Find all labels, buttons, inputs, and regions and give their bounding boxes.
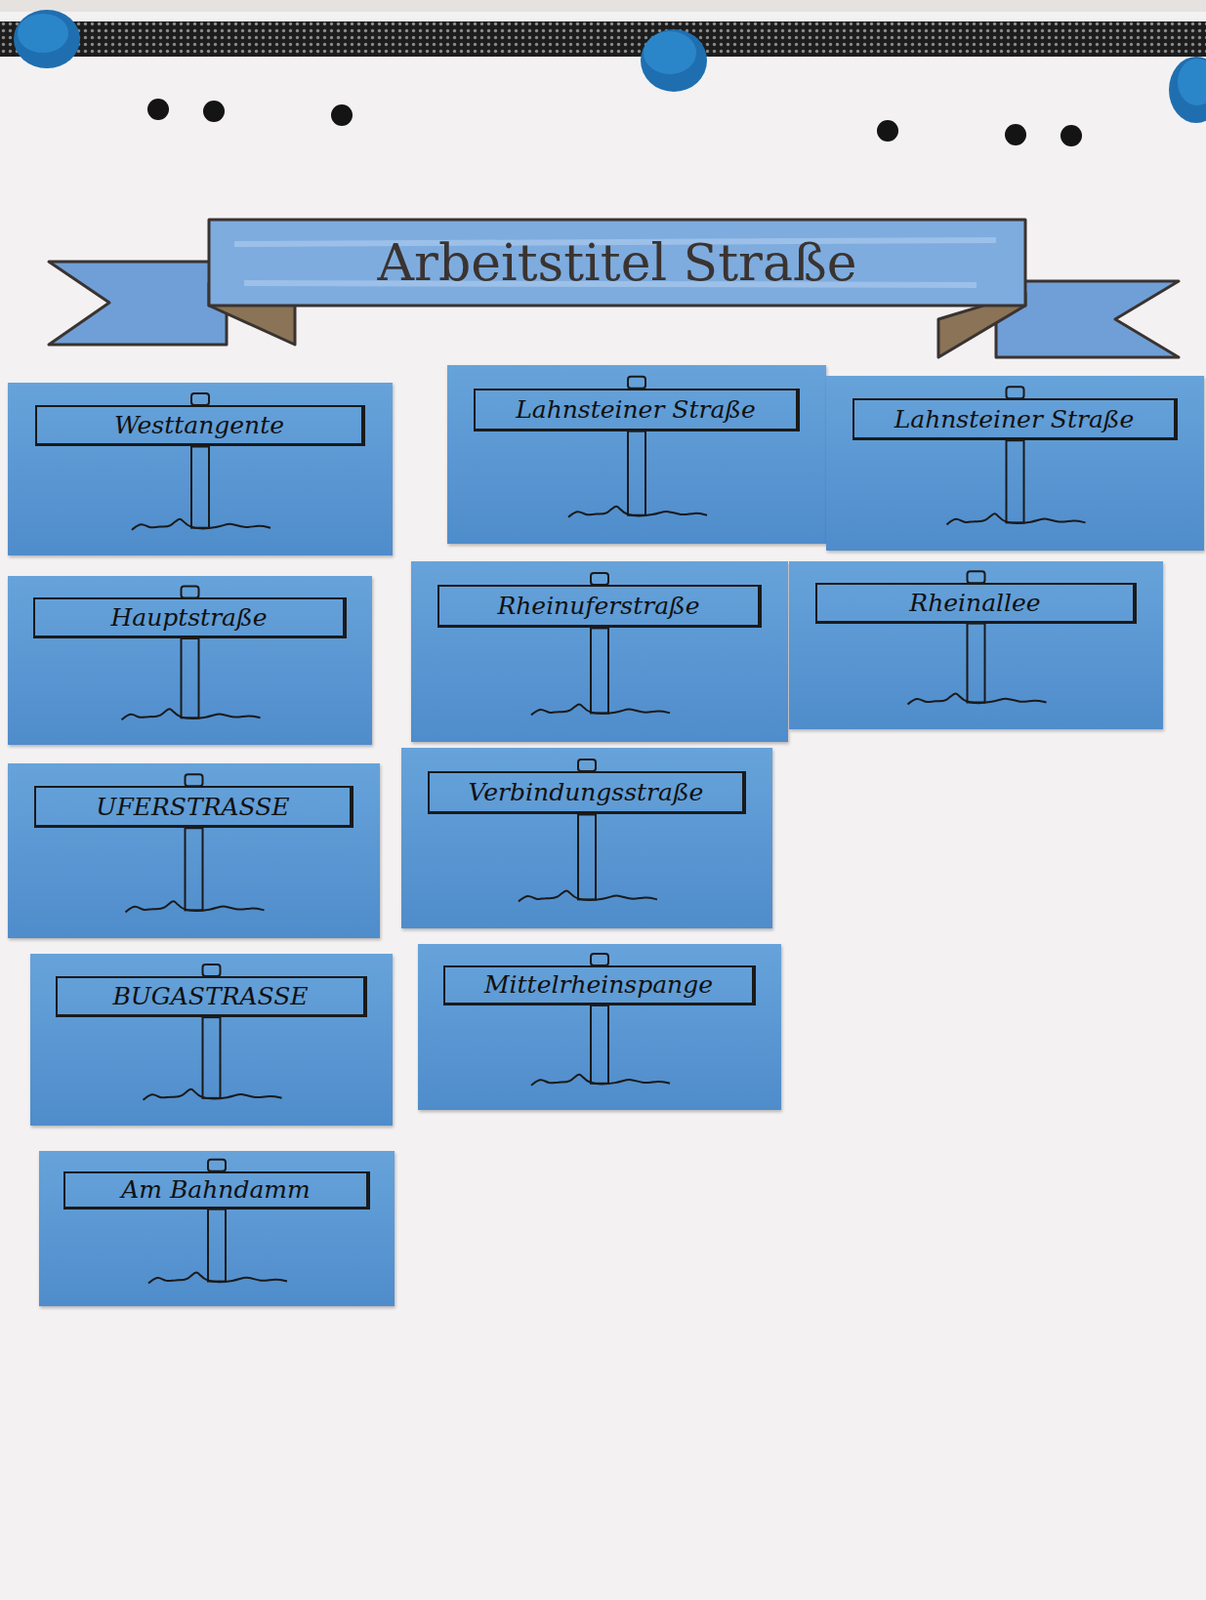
signpost-drawing [30, 954, 393, 1126]
sticky-note: Lahnsteiner Straße [447, 365, 827, 544]
post-cap [590, 573, 609, 585]
sign-board: Lahnsteiner Straße [473, 388, 800, 432]
post-cap [967, 571, 986, 583]
street-name: BUGASTRASSE [112, 982, 308, 1011]
post-cap [207, 1160, 226, 1172]
post-cap [191, 393, 209, 406]
grass-squiggle [908, 693, 1047, 705]
sign-board: UFERSTRASSE [34, 786, 355, 829]
sign-board: Mittelrheinspange [443, 965, 756, 1006]
magnets [13, 9, 1206, 124]
punch-holes [147, 98, 1082, 147]
sticky-note: Westtangente [7, 382, 393, 556]
signpost-drawing [417, 944, 782, 1111]
street-name: Rheinuferstraße [497, 591, 700, 621]
sign-board: Hauptstraße [33, 597, 347, 639]
post-cap [181, 585, 200, 598]
sign-board: Rheinallee [815, 582, 1137, 624]
post [207, 1209, 226, 1283]
street-name: Lahnsteiner Straße [515, 395, 756, 424]
sticky-note: Hauptstraße [7, 576, 373, 746]
title-text: Arbeitstitel Straße [377, 233, 858, 292]
sign-board: Rheinuferstraße [437, 584, 762, 628]
signpost-drawing [7, 382, 393, 556]
sticky-note: Rheinuferstraße [411, 561, 789, 743]
post [578, 814, 596, 900]
grass-squiggle [531, 1075, 670, 1086]
signpost-drawing [39, 1151, 395, 1307]
grass-squiggle [131, 519, 271, 531]
signpost-drawing [7, 763, 380, 939]
street-name: Hauptstraße [110, 603, 267, 632]
signpost-drawing [447, 365, 827, 544]
grass-squiggle [947, 513, 1086, 525]
street-name: Am Bahndamm [121, 1175, 311, 1205]
sign-board: BUGASTRASSE [55, 976, 368, 1018]
signpost-drawing [7, 576, 373, 746]
signpost-drawing [826, 375, 1205, 551]
post-cap [203, 964, 221, 977]
post [627, 431, 646, 516]
sign-board: Lahnsteiner Straße [852, 398, 1178, 441]
sign-board: Verbindungsstraße [427, 771, 748, 815]
sticky-note: Rheinallee [789, 561, 1164, 730]
grass-squiggle [148, 1273, 288, 1285]
sign-board: Westtangente [35, 405, 367, 447]
post [590, 627, 609, 713]
grass-squiggle [122, 708, 261, 720]
signpost-drawing [401, 748, 773, 929]
post-cap [590, 954, 609, 966]
post-cap [185, 774, 204, 787]
signpost-drawing [411, 561, 789, 743]
sticky-note: Verbindungsstraße [401, 748, 773, 929]
post [181, 638, 200, 718]
post [203, 1017, 221, 1099]
street-name: Mittelrheinspange [484, 970, 713, 999]
sign-board: Am Bahndamm [63, 1171, 370, 1210]
banner-title: Arbeitstitel Straße [208, 219, 1026, 306]
post [1006, 440, 1025, 523]
post-cap [627, 376, 646, 389]
clamp-strip [0, 21, 1206, 57]
paper-top [0, 0, 1206, 12]
sticky-note: Am Bahndamm [39, 1151, 395, 1307]
sticky-note: Lahnsteiner Straße [826, 375, 1205, 551]
post [185, 828, 204, 911]
grass-squiggle [568, 506, 707, 518]
sticky-note: Mittelrheinspange [417, 944, 782, 1111]
post [191, 446, 209, 528]
street-name: Verbindungsstraße [468, 778, 705, 807]
grass-squiggle [125, 901, 265, 913]
street-name: Westtangente [114, 411, 285, 440]
signpost-drawing [789, 561, 1164, 730]
title-banner [48, 219, 1179, 358]
post [967, 623, 986, 704]
post-cap [1006, 386, 1025, 399]
grass-squiggle [143, 1089, 283, 1101]
grass-squiggle [531, 704, 670, 715]
street-name: Lahnsteiner Straße [894, 405, 1135, 434]
sticky-note: UFERSTRASSE [7, 763, 380, 939]
street-name: UFERSTRASSE [95, 792, 290, 822]
sticky-note: BUGASTRASSE [30, 954, 393, 1126]
post-cap [578, 759, 596, 772]
street-name: Rheinallee [909, 588, 1040, 618]
post [590, 1005, 609, 1084]
grass-squiggle [518, 890, 658, 902]
